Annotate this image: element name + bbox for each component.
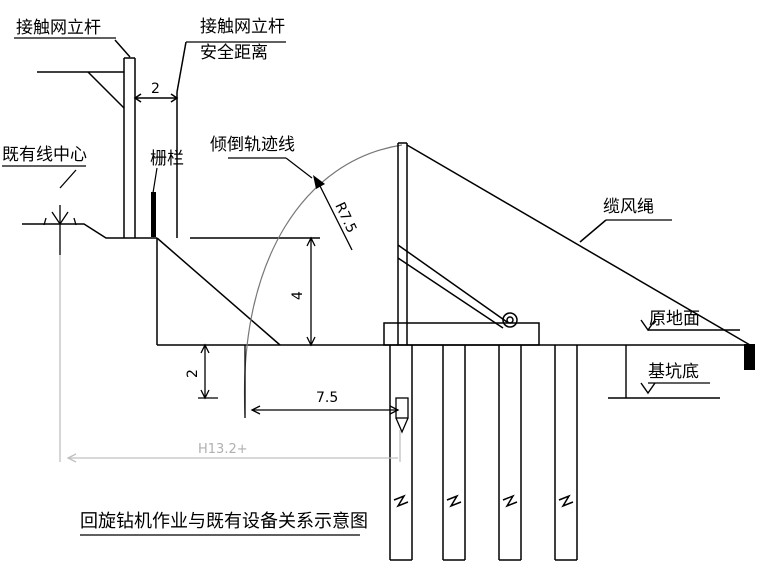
- label-catenary-pole: 接触网立杆: [16, 18, 101, 38]
- label-pit-bottom: 基坑底: [648, 362, 699, 382]
- drill-rig: [383, 142, 540, 346]
- label-tilt-track: 倾倒轨迹线: [210, 135, 295, 155]
- tilt-track-arc: [243, 144, 403, 416]
- total-dimension: [59, 255, 401, 463]
- dim-horizontal: 7.5: [316, 390, 338, 406]
- label-original-ground: 原地面: [649, 309, 700, 329]
- piles: [389, 345, 578, 561]
- dim-height: 4: [290, 291, 306, 300]
- guy-rope: [406, 144, 751, 346]
- label-fence: 栅栏: [150, 149, 184, 169]
- label-catenary-pole-safe-1: 接触网立杆: [200, 17, 285, 37]
- horizontal-dimension: [244, 345, 400, 418]
- pit-bottom-line: [608, 319, 740, 399]
- dim-depth: 2: [185, 369, 201, 378]
- dim-total: H13.2+: [198, 442, 248, 457]
- safety-distance-marker: [133, 41, 187, 238]
- catenary-pole: [37, 39, 136, 238]
- dim-pole-safety: 2: [151, 81, 160, 97]
- label-catenary-pole-safe-2: 安全距离: [200, 43, 268, 63]
- drill-bit: [395, 397, 409, 434]
- depth-dimension: [198, 343, 218, 400]
- diagram-caption: 回旋钻机作业与既有设备关系示意图: [80, 511, 368, 532]
- existing-line-center-marker: [43, 169, 77, 255]
- height-dimension: [306, 236, 316, 347]
- label-existing-line-center: 既有线中心: [2, 145, 87, 165]
- label-guy-rope: 缆风绳: [603, 197, 654, 217]
- fence: [151, 167, 158, 237]
- radius-arrow: [313, 175, 353, 251]
- anchor-block: [744, 344, 755, 370]
